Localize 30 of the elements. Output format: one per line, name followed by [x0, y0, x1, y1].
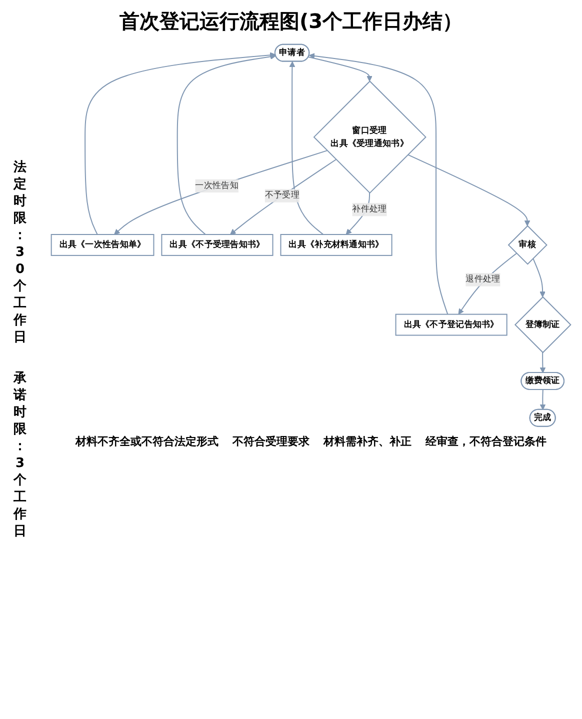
- edge-label: 退件处理: [466, 274, 500, 284]
- node-box: 出具《一次性告知单》: [50, 234, 154, 256]
- condition-note: 材料需补齐、补正: [324, 434, 412, 449]
- time-limit-note: 法定时限：30个工作日: [12, 159, 28, 346]
- edge-label: 一次性告知: [195, 180, 238, 191]
- arrow: [540, 389, 546, 410]
- condition-note: 材料不齐全或不符合法定形式: [76, 434, 218, 449]
- condition-note: 不符合受理要求: [232, 434, 310, 449]
- arrow: [458, 252, 518, 315]
- arrow: [308, 56, 372, 82]
- diagram-title: 首次登记运行流程图(3个工作日办结）: [118, 8, 464, 35]
- condition-note: 经审查，不符合登记条件: [426, 434, 546, 449]
- node-diamond: 窗口受理 出具《受理通知书》: [313, 80, 426, 194]
- arrow: [230, 158, 337, 235]
- edge-label: 不予受理: [264, 190, 300, 200]
- arrow: [84, 52, 276, 235]
- arrow: [114, 150, 328, 235]
- node-diamond: 审核: [508, 225, 548, 265]
- node-box: 出具《补充材料通知书》: [280, 234, 392, 256]
- arrow: [308, 53, 448, 315]
- arrow: [540, 352, 546, 374]
- node-box: 出具《不予登记告知书》: [395, 314, 508, 336]
- time-limit-note: 承诺时限：3个工作日: [12, 370, 28, 540]
- arrow: [407, 154, 530, 226]
- arrow: [532, 258, 546, 298]
- arrow: [289, 61, 324, 235]
- arrow: [176, 54, 276, 235]
- node-box: 出具《不予受理告知书》: [161, 234, 274, 256]
- node-diamond: 登簿制证: [514, 296, 572, 354]
- edge-label: 补件处理: [352, 204, 387, 214]
